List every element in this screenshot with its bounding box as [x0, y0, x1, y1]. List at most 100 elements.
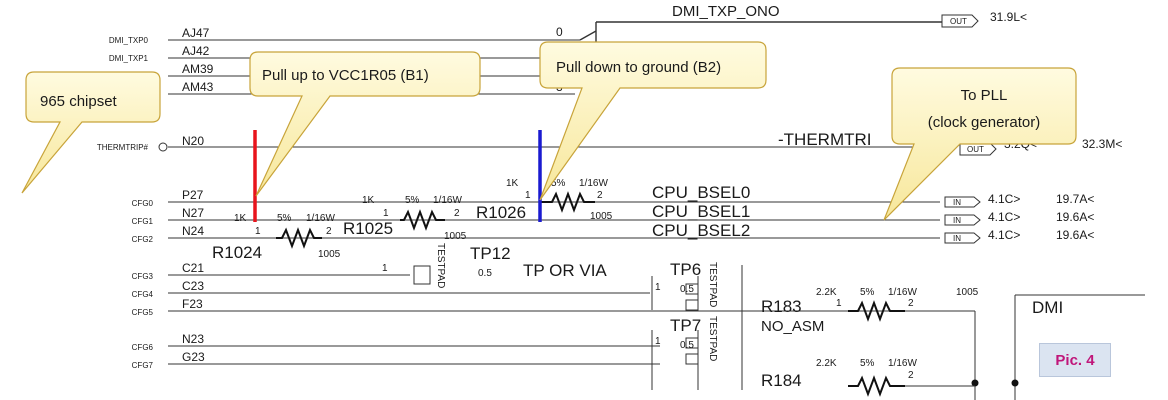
net-label-thermtrip: THERMTRIP#: [97, 143, 149, 152]
tp7-value: 0.5: [680, 340, 694, 351]
resistor-r183: 2.2K 5% 1/16W 1 2 1005 R183 NO_ASM: [761, 287, 979, 335]
pin-number-g23: G23: [182, 350, 205, 364]
port-ref-bsel0: 4.1C>: [988, 192, 1020, 206]
pin-number-p27: P27: [182, 188, 204, 202]
r1024-pin2: 2: [326, 226, 332, 237]
callout-pulldown-text: Pull down to ground (B2): [556, 59, 721, 76]
net-label-cfg4: CFG4: [132, 290, 154, 299]
r183-pin2: 2: [908, 298, 914, 309]
dmi-signal-label-partial: DMI_TXP_ONO: [672, 3, 780, 20]
r1025-reference: R1025: [343, 219, 393, 238]
bus-label-zero: 0: [556, 25, 563, 39]
offpage-port-bsel0-in: IN 4.1C> 19.7A<: [944, 192, 1094, 208]
net-label-dmi-txp0: DMI_TXP0: [109, 36, 149, 45]
r184-value: 2.2K: [816, 358, 837, 369]
resistor-r1026: 1K 5% 1/16W 1 2 1005 R1026: [476, 178, 613, 222]
offpage-port-bsel1-in: IN 4.1C> 19.6A<: [944, 210, 1094, 226]
tp7-reference: TP7: [670, 316, 701, 335]
net-label-cfg7: CFG7: [132, 361, 154, 370]
tp7-pin: 1: [655, 336, 661, 347]
pin-labels: DMI_TXP0 AJ47 DMI_TXP1 AJ42 AM39 AM43 TH…: [97, 26, 214, 370]
r1024-package: 1005: [318, 249, 341, 260]
r183-package: 1005: [956, 287, 979, 298]
port-dir-dmi: OUT: [950, 17, 967, 26]
r183-tolerance: 5%: [860, 287, 875, 298]
pin-number-aj47: AJ47: [182, 26, 210, 40]
tp12-value: 0.5: [478, 268, 492, 279]
pin-number-n23: N23: [182, 332, 204, 346]
r183-power: 1/16W: [888, 287, 917, 298]
r184-pin2: 2: [908, 370, 914, 381]
r1024-value: 1K: [234, 213, 247, 224]
r1025-package: 1005: [444, 231, 467, 242]
callout-pullup-text: Pull up to VCC1R05 (B1): [262, 67, 429, 84]
tp12-pin: 1: [382, 263, 388, 274]
testpoint-tp12: 1 TP12 0.5 TESTPAD: [382, 243, 511, 288]
tp-or-via-note: TP OR VIA: [523, 261, 607, 280]
thermtrip-pin-circle: [158, 142, 168, 152]
port-extra-thermtrip: 32.3M<: [1082, 137, 1122, 151]
signal-cpu-bsel2: CPU_BSEL2: [652, 221, 750, 240]
dmi-block-title: DMI: [1032, 298, 1063, 317]
r1024-power: 1/16W: [306, 213, 335, 224]
net-label-cfg6: CFG6: [132, 343, 154, 352]
r184-tolerance: 5%: [860, 358, 875, 369]
pin-number-n24: N24: [182, 224, 204, 238]
signal-cpu-bsel0: CPU_BSEL0: [652, 183, 750, 202]
r183-no-asm-note: NO_ASM: [761, 318, 824, 335]
r184-power: 1/16W: [888, 358, 917, 369]
pin-number-f23: F23: [182, 297, 203, 311]
tp6-testpad-label: TESTPAD: [707, 262, 718, 307]
resistor-r1025: 1K 5% 1/16W 1 2 1005 R1025: [343, 195, 467, 242]
r1025-pin1: 1: [383, 208, 389, 219]
r1024-reference: R1024: [212, 243, 262, 262]
net-label-dmi-txp1: DMI_TXP1: [109, 54, 149, 63]
net-label-cfg0: CFG0: [132, 199, 154, 208]
port-extra-bsel1: 19.6A<: [1056, 210, 1094, 224]
callout-pulldown: Pull down to ground (B2): [539, 41, 767, 201]
r1026-package: 1005: [590, 211, 613, 222]
r183-value: 2.2K: [816, 287, 837, 298]
port-dir-thermtrip: OUT: [967, 145, 984, 154]
port-ref-bsel2: 4.1C>: [988, 228, 1020, 242]
pin-number-c21: C21: [182, 261, 204, 275]
pin-number-n20: N20: [182, 134, 204, 148]
r1026-pin1: 1: [525, 190, 531, 201]
callout-pll-line1: To PLL: [961, 87, 1008, 104]
tp6-pin: 1: [655, 282, 661, 293]
tp12-reference: TP12: [470, 244, 511, 263]
pin-number-am39: AM39: [182, 62, 214, 76]
tp12-testpad-label: TESTPAD: [435, 243, 446, 288]
r1024-pin1: 1: [255, 226, 261, 237]
tp6-value: 0.5: [680, 284, 694, 295]
pin-number-am43: AM43: [182, 80, 214, 94]
net-label-cfg5: CFG5: [132, 308, 154, 317]
pin-lines: [168, 39, 975, 365]
port-dir-bsel1: IN: [953, 216, 961, 225]
offpage-port-bsel2-in: IN 4.1C> 19.6A<: [944, 228, 1094, 244]
r183-pin1: 1: [836, 298, 842, 309]
r1025-pin2: 2: [454, 208, 460, 219]
pin-number-n27: N27: [182, 206, 204, 220]
r1026-power: 1/16W: [579, 178, 608, 189]
port-dir-bsel2: IN: [953, 234, 961, 243]
signal-cpu-bsel1: CPU_BSEL1: [652, 202, 750, 221]
r1026-value: 1K: [506, 178, 519, 189]
r1024-tolerance: 5%: [277, 213, 292, 224]
r183-reference: R183: [761, 297, 802, 316]
pin-number-c23: C23: [182, 279, 204, 293]
r1025-value: 1K: [362, 195, 375, 206]
port-extra-bsel0: 19.7A<: [1056, 192, 1094, 206]
port-extra-bsel2: 19.6A<: [1056, 228, 1094, 242]
callout-965-chipset: 965 chipset: [21, 71, 161, 194]
port-dir-bsel0: IN: [953, 198, 961, 207]
r1026-tolerance: 5%: [551, 178, 566, 189]
r1025-power: 1/16W: [433, 195, 462, 206]
r184-reference: R184: [761, 371, 802, 390]
callout-pll-line2: (clock generator): [928, 114, 1041, 131]
r1026-pin2: 2: [597, 190, 603, 201]
port-ref-dmi: 31.9L<: [990, 10, 1027, 24]
resistor-r184: 2.2K 5% 1/16W 2 R184: [761, 358, 917, 397]
picture-label: Pic. 4: [1039, 343, 1111, 377]
